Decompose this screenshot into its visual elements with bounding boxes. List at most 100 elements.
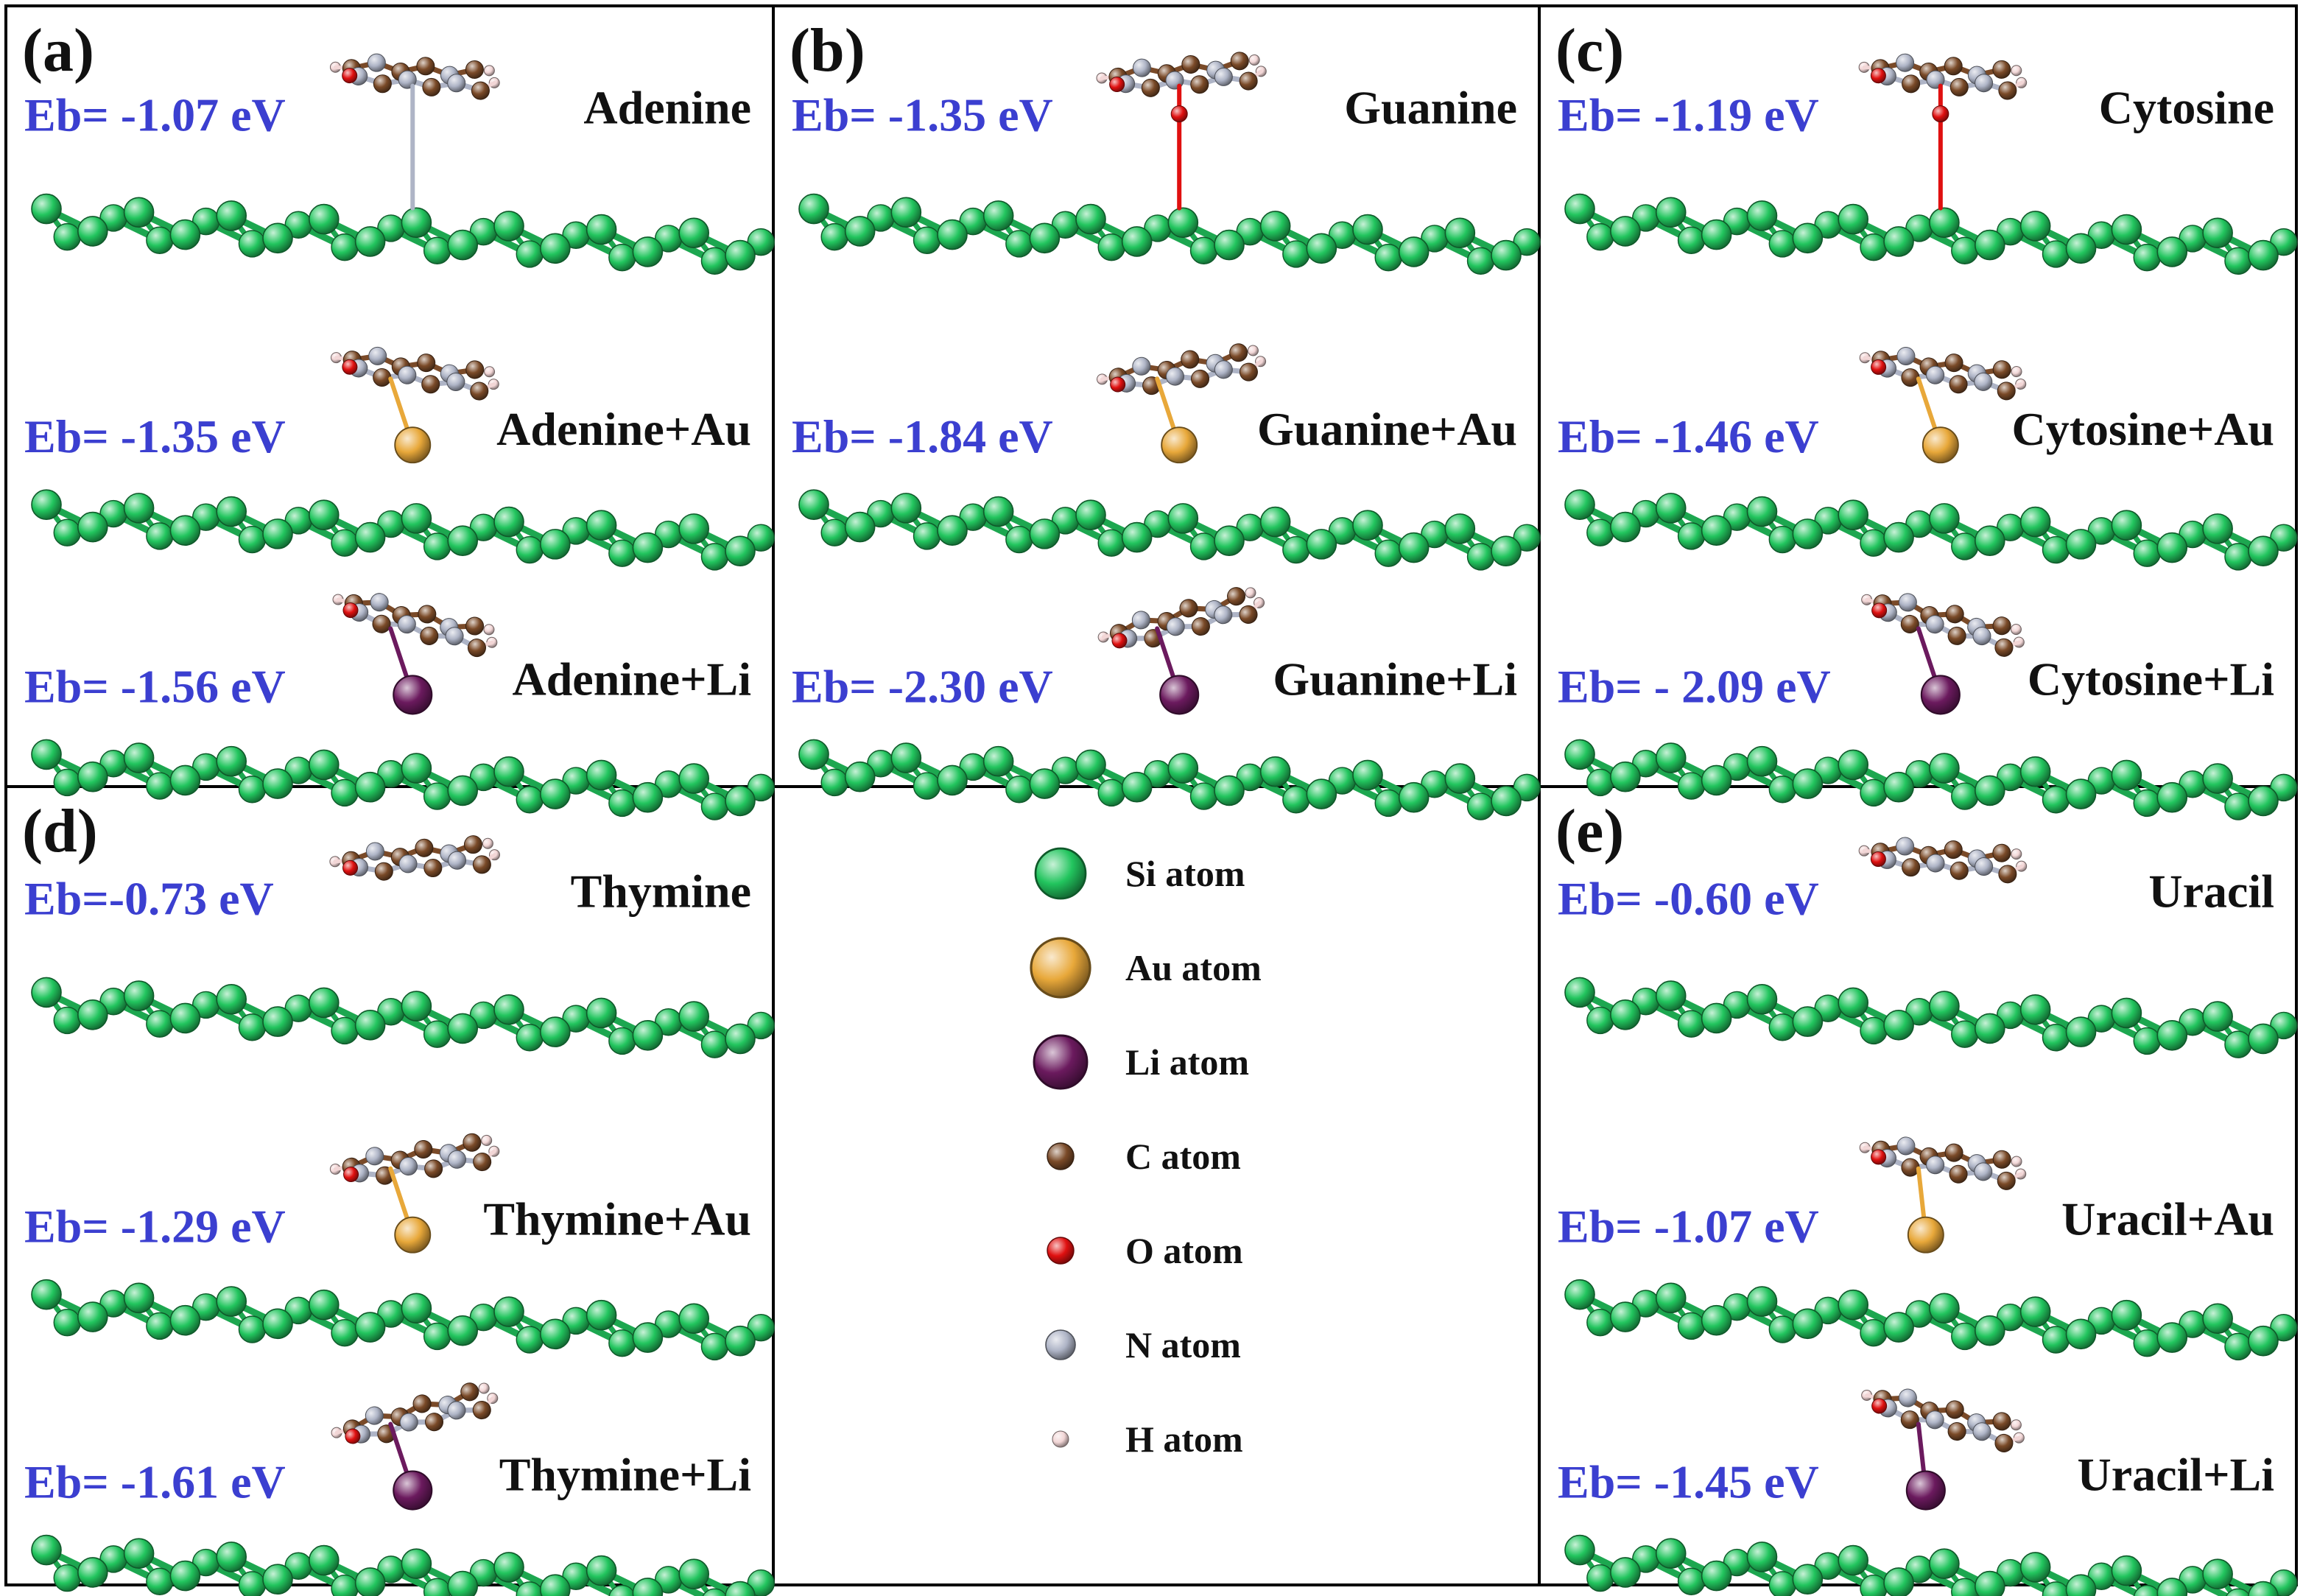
si-atom <box>890 742 922 773</box>
si-atom <box>238 776 267 804</box>
n-atom <box>1214 67 1233 86</box>
si-atom <box>982 200 1014 231</box>
o-atom <box>1170 105 1188 123</box>
c-atom <box>421 375 440 394</box>
si-atom <box>1860 233 1888 261</box>
si-atom <box>216 983 247 1015</box>
si-atom <box>1189 236 1218 264</box>
system-label: Cytosine+Au <box>2012 403 2275 455</box>
c-atom <box>1994 1433 2014 1452</box>
si-atom <box>1259 211 1291 242</box>
si-atom <box>1214 525 1245 557</box>
si-atom <box>77 216 108 247</box>
si-atom <box>123 197 155 228</box>
si-atom <box>1564 977 1595 1008</box>
binding-energy-label: Eb= -1.35 eV <box>792 89 1053 141</box>
si-atom <box>1586 1564 1614 1592</box>
si-atom <box>700 792 729 820</box>
si-atom <box>2224 792 2252 820</box>
si-atom <box>678 1303 710 1335</box>
si-atom <box>216 745 247 777</box>
panel-letter: (b) <box>790 16 865 85</box>
si-legend-swatch <box>1034 847 1087 900</box>
si-atom <box>53 1006 81 1035</box>
si-atom <box>725 1325 756 1357</box>
si-atom <box>401 753 432 784</box>
si-atom <box>700 1030 729 1058</box>
si-atom <box>844 216 876 247</box>
panel-letter: (d) <box>22 797 98 865</box>
si-atom <box>2019 756 2051 787</box>
si-atom <box>820 768 848 797</box>
si-atom <box>1564 193 1595 225</box>
si-atom <box>1586 518 1614 546</box>
si-atom <box>798 193 829 225</box>
binding-energy-label: Eb=-0.73 eV <box>24 872 274 924</box>
au-adatom <box>1907 1216 1944 1254</box>
c-atom <box>1994 638 2014 657</box>
c-atom <box>372 614 391 633</box>
si-atom <box>146 1312 174 1340</box>
si-atom <box>1610 1557 1641 1588</box>
si-atom <box>1610 999 1641 1030</box>
si-atom <box>725 239 756 271</box>
si-atom <box>354 771 386 803</box>
c-atom <box>1992 616 2011 636</box>
si-atom <box>1677 1567 1706 1595</box>
si-atom <box>678 763 710 794</box>
si-atom <box>1029 518 1061 549</box>
nucleobase-molecule <box>1859 346 2027 401</box>
si-atom <box>2248 1325 2279 1357</box>
si-atom <box>1701 219 1732 250</box>
si-atom <box>1075 749 1106 781</box>
n-atom <box>398 854 418 873</box>
n-atom <box>1926 1156 1945 1175</box>
n-atom <box>398 365 417 384</box>
n-atom <box>1896 1136 1916 1156</box>
si-atom <box>2202 763 2233 794</box>
o-atom <box>342 602 359 619</box>
c-atom <box>463 835 482 854</box>
c-atom <box>470 382 489 401</box>
h-atom <box>1247 345 1259 356</box>
binding-energy-label: Eb= -1.84 eV <box>792 410 1053 463</box>
silicene-sheet <box>1564 1279 2298 1361</box>
si-atom <box>1677 772 1706 800</box>
si-atom <box>2156 781 2188 813</box>
binding-energy-label: Eb= -1.61 eV <box>24 1456 286 1508</box>
si-atom <box>678 1001 710 1032</box>
binding-energy-label: Eb= -1.07 eV <box>1558 1200 1819 1253</box>
si-atom <box>262 1308 293 1340</box>
n-atom <box>1131 611 1150 630</box>
si-atom <box>1746 496 1778 527</box>
si-atom <box>238 1571 267 1596</box>
si-atom <box>1746 1286 1778 1317</box>
si-atom <box>2111 759 2142 791</box>
c-atom <box>1992 60 2011 79</box>
si-atom <box>1951 1020 1979 1048</box>
si-atom <box>146 226 174 254</box>
si-atom <box>1564 739 1595 770</box>
c-atom <box>412 1394 432 1413</box>
system-label: Uracil <box>2148 865 2274 917</box>
silicene-sheet <box>1564 489 2298 571</box>
si-atom <box>1655 1282 1687 1314</box>
si-atom <box>937 515 968 546</box>
h-atom <box>2010 624 2022 636</box>
si-atom <box>2042 1326 2070 1354</box>
si-atom <box>1444 763 1476 794</box>
system-label: Cytosine <box>2099 82 2274 134</box>
si-atom <box>53 768 81 797</box>
n-atom <box>1165 367 1184 386</box>
binding-energy-label: Eb= -1.07 eV <box>24 89 286 141</box>
nucleobase-molecule <box>1096 343 1267 396</box>
n-atom <box>1974 372 1993 391</box>
si-atom <box>1746 1541 1778 1572</box>
n-atom <box>397 615 416 634</box>
li-adatom <box>1905 1470 1946 1511</box>
si-atom <box>238 525 267 554</box>
si-atom <box>516 240 544 268</box>
si-atom <box>2065 529 2097 560</box>
